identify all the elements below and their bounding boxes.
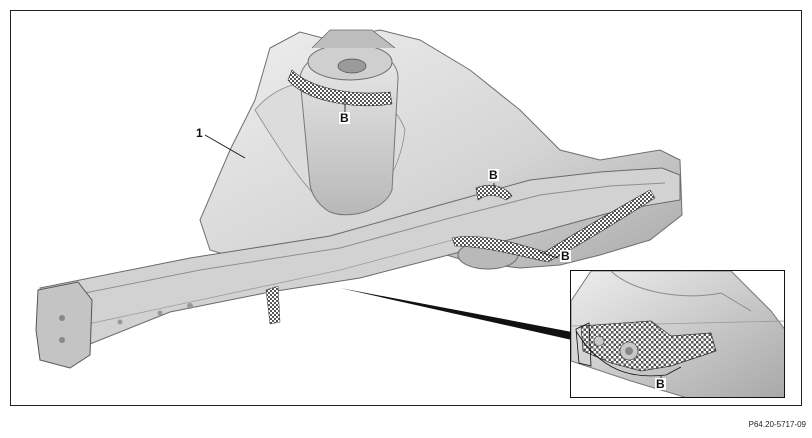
figure-reference-number: P64.20-5717-09	[748, 420, 806, 429]
hatch-zone-top	[287, 69, 393, 107]
callout-b-inset: B	[655, 377, 666, 391]
callout-b-lower-flange: B	[560, 249, 571, 263]
callout-b-side-member: B	[488, 168, 499, 182]
rail-end-bracket	[35, 281, 93, 369]
hatch-zone-right	[451, 189, 656, 263]
callout-b-strut-tower: B	[339, 111, 350, 125]
strut-mount-hole	[337, 58, 367, 74]
hatch-zone-middle	[475, 184, 513, 201]
rear-side-member	[39, 167, 681, 353]
inset-leader	[340, 288, 572, 340]
detail-inset-illustration	[571, 271, 784, 397]
inset-hatch-zone	[580, 320, 717, 372]
detail-inset	[570, 270, 785, 398]
callout-part-1: 1	[196, 126, 203, 140]
